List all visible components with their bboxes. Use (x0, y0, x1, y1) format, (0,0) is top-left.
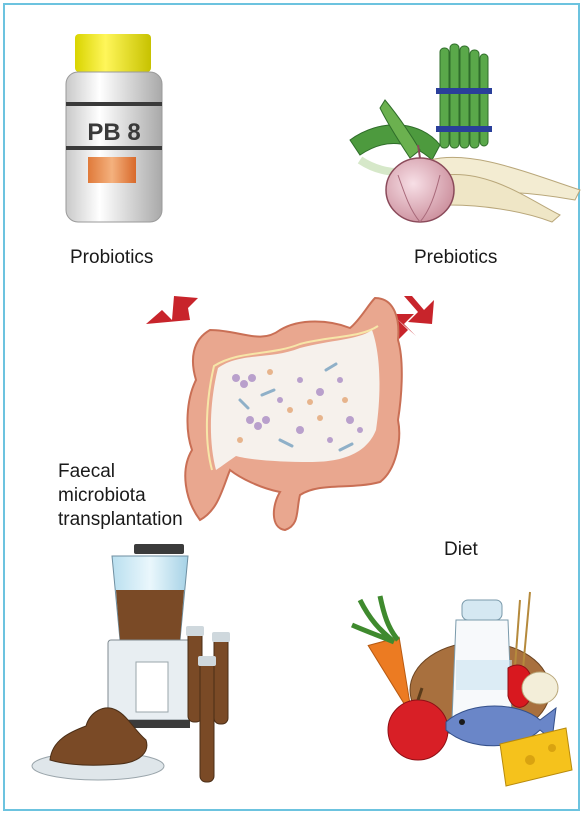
colon-icon (185, 298, 401, 530)
test-tube-icon (186, 626, 230, 782)
label-fmt-line3: transplantation (58, 508, 183, 532)
label-fmt-line1: Faecal (58, 460, 115, 484)
arrow-prebiotics (404, 296, 434, 324)
blender-icon (108, 544, 194, 728)
probiotic-bottle-icon: PB 8 (66, 34, 162, 222)
vegetables-icon (350, 44, 580, 222)
label-fmt-line2: microbiota (58, 484, 146, 508)
arrow-probiotics (146, 296, 198, 324)
label-probiotics: Probiotics (70, 246, 153, 270)
food-basket-icon (352, 592, 572, 786)
label-diet: Diet (444, 538, 478, 562)
bottle-label: PB 8 (87, 119, 140, 146)
label-prebiotics: Prebiotics (414, 246, 497, 270)
